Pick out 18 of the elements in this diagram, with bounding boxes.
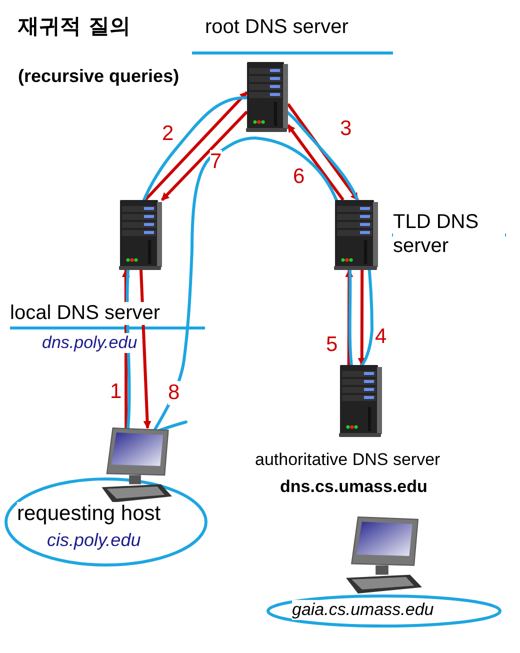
step-number: 8 [168, 381, 180, 406]
host-name: cis.poly.edu [47, 530, 141, 551]
server-drawing [340, 365, 382, 437]
server-label: local DNS server [10, 302, 160, 325]
arrow [286, 124, 344, 201]
arrow [358, 270, 366, 366]
subtitle: (recursive queries) [18, 66, 180, 87]
server-drawing [120, 200, 162, 270]
host-name: gaia.cs.umass.edu [292, 600, 434, 620]
arrow [286, 103, 359, 201]
arrow [144, 91, 248, 202]
server-drawing [247, 62, 288, 132]
host-name: dns.poly.edu [42, 333, 138, 353]
server-drawing [335, 200, 378, 270]
title: 재귀적 질의 [18, 14, 130, 38]
arrow [345, 269, 354, 365]
arrow [160, 110, 248, 202]
host-label: requesting host [17, 502, 161, 526]
